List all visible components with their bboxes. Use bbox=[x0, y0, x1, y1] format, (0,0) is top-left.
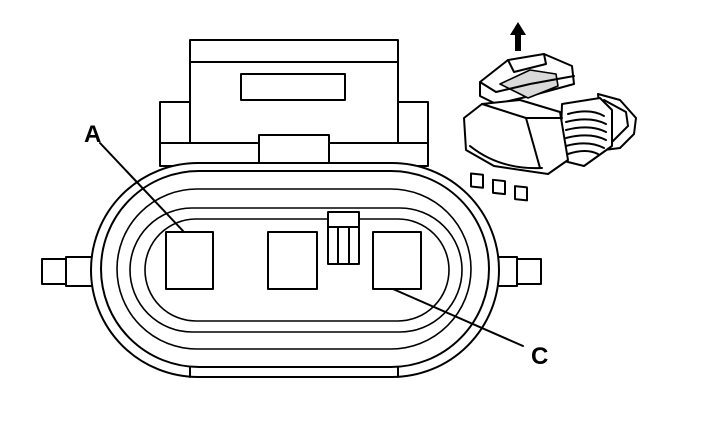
pin-label-c: C bbox=[531, 343, 548, 370]
terminal-cavity-a bbox=[165, 231, 214, 290]
up-arrow-icon bbox=[510, 22, 526, 51]
inner-cavity bbox=[129, 207, 463, 333]
polarization-key bbox=[327, 211, 360, 265]
leader-line-a bbox=[99, 142, 185, 233]
seal-ring bbox=[116, 188, 472, 350]
leader-line-c bbox=[392, 288, 524, 347]
terminal-cavity-c bbox=[372, 231, 422, 290]
lock-window bbox=[240, 73, 346, 101]
connector-iso-thumbnail bbox=[463, 53, 637, 202]
side-tab-left bbox=[41, 256, 97, 287]
lock-tab-housing bbox=[159, 39, 429, 167]
side-tab-right bbox=[489, 256, 542, 287]
lock-center-tab bbox=[258, 134, 330, 164]
terminal-cavity-b bbox=[267, 231, 318, 290]
pin-label-a: A bbox=[84, 121, 101, 148]
connector-face-view: A C bbox=[41, 39, 548, 378]
